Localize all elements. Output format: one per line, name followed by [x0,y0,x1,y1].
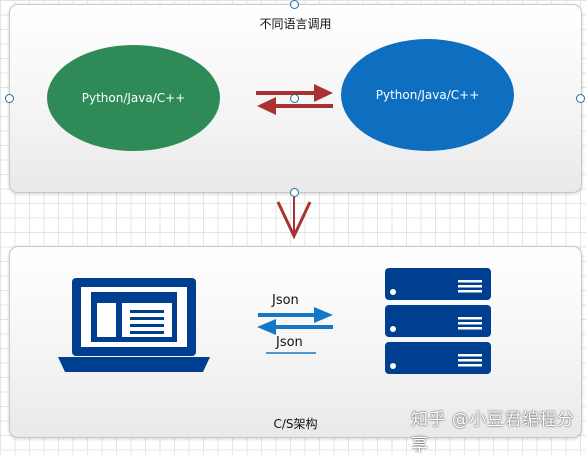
arrow-left [257,97,333,115]
json-label-bottom: Json [276,335,303,350]
top-panel-handle-top[interactable] [290,0,299,9]
top-panel-handle-left[interactable] [5,94,14,103]
left-language-node-label: Python/Java/C++ [81,91,186,105]
client-server-title: C/S架构 [273,417,318,431]
left-language-node[interactable]: Python/Java/C++ [47,45,220,151]
json-label-top: Json [272,293,299,308]
right-language-node-label: Python/Java/C++ [375,88,480,102]
top-panel-handle-right[interactable] [576,94,585,103]
top-panel-handle-bottom[interactable] [290,188,299,197]
server-icon [385,268,491,374]
arrows-center-handle[interactable] [290,94,299,103]
arrow-right [256,84,333,102]
exchange-arrows[interactable] [256,84,333,115]
language-call-title: 不同语言调用 [259,17,332,31]
diagram-graphics [58,84,491,374]
json-arrows[interactable] [257,307,333,354]
right-language-node[interactable]: Python/Java/C++ [341,39,514,151]
watermark: 知乎 @小豆君编程分享 [411,410,575,455]
laptop-icon [58,278,210,372]
